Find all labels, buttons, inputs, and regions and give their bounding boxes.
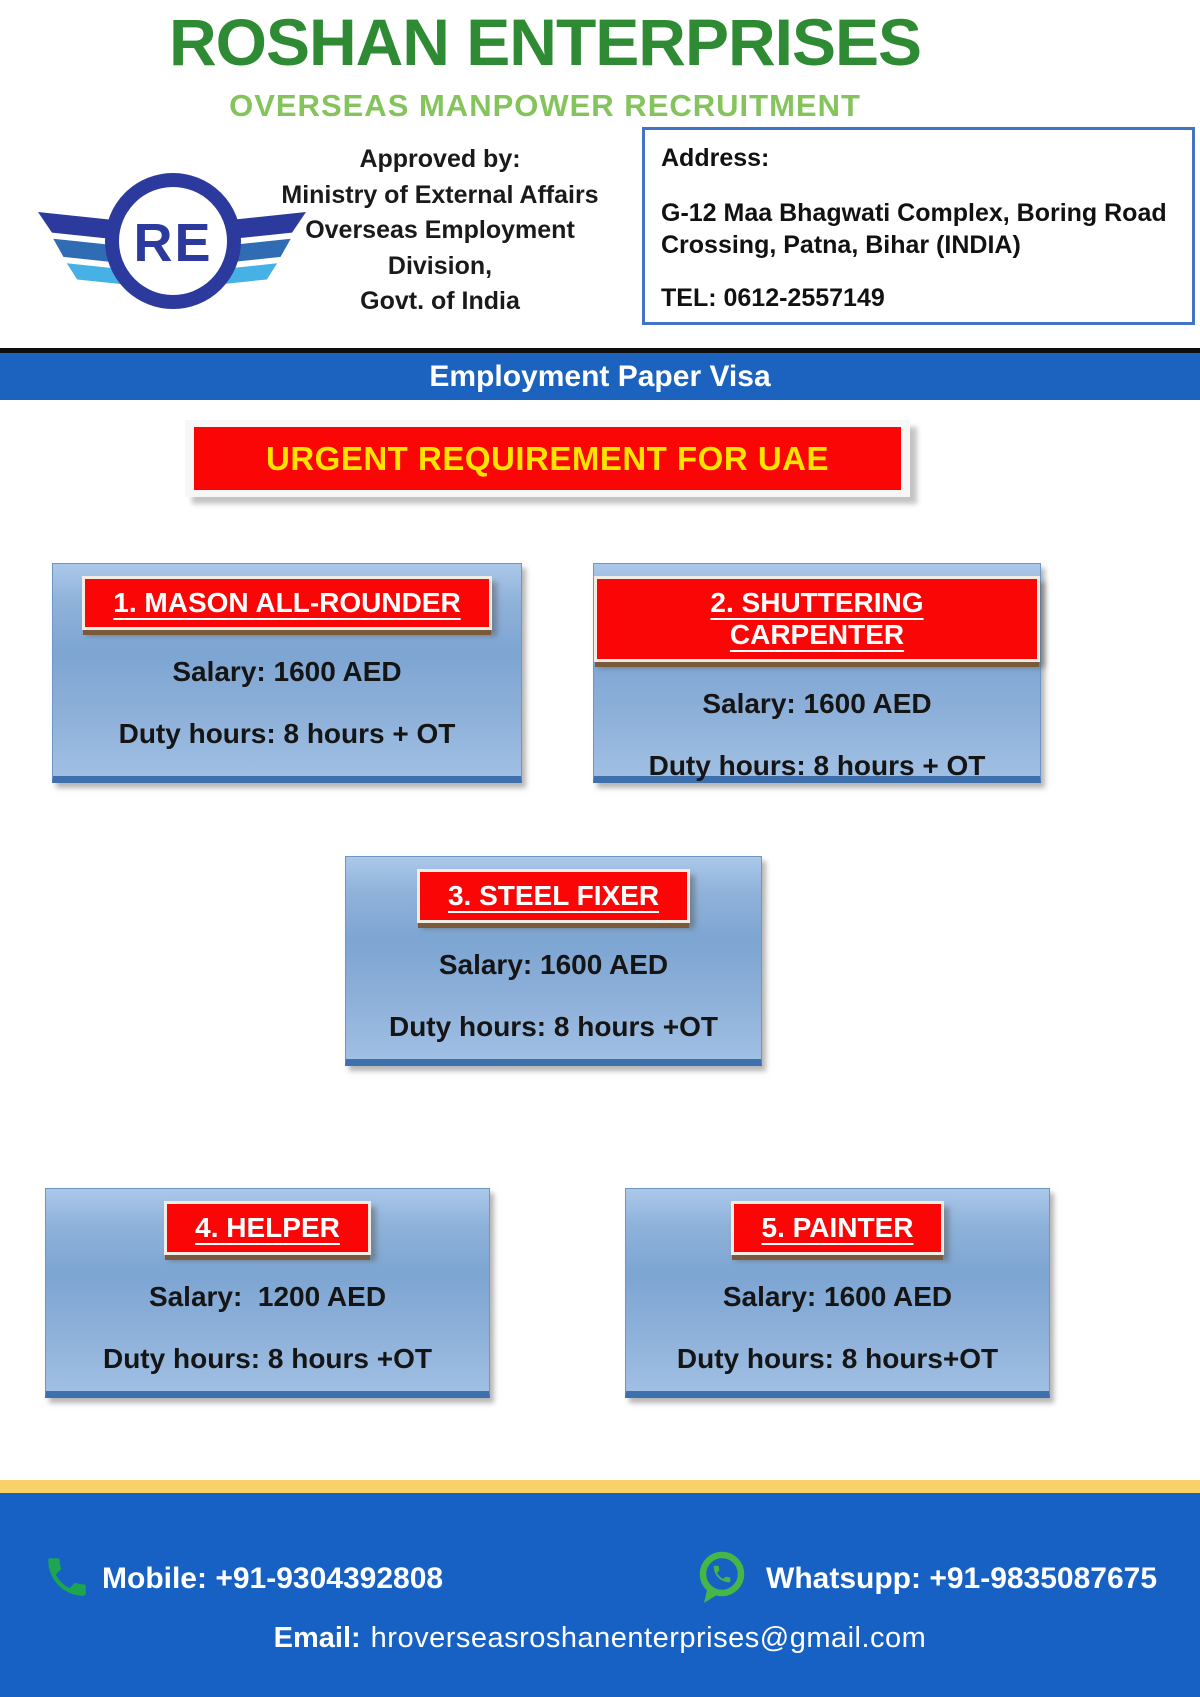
job-salary: Salary: 1600 AED: [702, 688, 932, 719]
job-duty-hours: Duty hours: 8 hours+OT: [676, 1343, 999, 1374]
whatsapp-contact: Whatsupp: +91-9835087675: [766, 1562, 1157, 1596]
job-duty-hours: Duty hours: 8 hours +OT: [102, 1343, 433, 1374]
whatsapp-number: +91-9835087675: [929, 1562, 1158, 1595]
mobile-number: +91-9304392808: [215, 1562, 444, 1595]
visa-type-banner: Employment Paper Visa: [0, 348, 1200, 400]
footer-bar: [0, 1493, 1200, 1697]
email-label: Email:: [273, 1622, 361, 1654]
job-title-badge: 4. HELPER: [164, 1201, 371, 1255]
approved-by-line: Ministry of External Affairs: [281, 180, 599, 209]
job-title: 1. MASON ALL-ROUNDER: [113, 587, 461, 618]
job-duty-hours: Duty hours: 8 hours +OT: [388, 1011, 719, 1042]
whatsapp-label: Whatsupp:: [766, 1562, 921, 1595]
job-card-shuttering-carpenter: 2. SHUTTERING CARPENTER Salary: 1600 AED…: [593, 563, 1041, 783]
job-card-mason: 1. MASON ALL-ROUNDER Salary: 1600 AED Du…: [52, 563, 522, 783]
approved-by-line: Approved by:: [359, 145, 521, 173]
job-salary: Salary: 1600 AED: [722, 1281, 953, 1312]
company-logo-icon: RE: [36, 146, 308, 341]
company-name: ROSHAN ENTERPRISES: [168, 5, 922, 79]
job-salary: Salary: 1200 AED: [148, 1281, 387, 1312]
job-title: 2. SHUTTERING CARPENTER: [710, 587, 924, 650]
whatsapp-icon: [694, 1548, 750, 1611]
mobile-contact: Mobile: +91-9304392808: [102, 1562, 443, 1596]
address-line: G-12 Maa Bhagwati Complex, Boring Road C…: [661, 198, 1167, 260]
address-label: Address:: [661, 144, 770, 172]
approved-by-line: Govt. of India: [360, 287, 520, 315]
footer-accent-strip: [0, 1480, 1200, 1493]
job-card-helper: 4. HELPER Salary: 1200 AED Duty hours: 8…: [45, 1188, 490, 1398]
job-title: 4. HELPER: [195, 1212, 340, 1243]
approved-by-line: Overseas Employment Division,: [305, 216, 575, 280]
job-title-badge: 3. STEEL FIXER: [416, 869, 691, 923]
email-address: hroverseasroshanenterprises@gmail.com: [370, 1622, 927, 1654]
job-title: 3. STEEL FIXER: [447, 880, 660, 911]
company-tagline: OVERSEAS MANPOWER RECRUITMENT: [229, 88, 861, 123]
approved-by-block: Approved by: Ministry of External Affair…: [250, 142, 630, 320]
job-duty-hours: Duty hours: 8 hours + OT: [648, 750, 986, 781]
logo-monogram: RE: [133, 213, 212, 273]
job-salary: Salary: 1600 AED: [438, 949, 669, 980]
address-box: Address: G-12 Maa Bhagwati Complex, Bori…: [642, 127, 1195, 325]
job-card-steel-fixer: 3. STEEL FIXER Salary: 1600 AED Duty hou…: [345, 856, 762, 1066]
urgent-banner-text: URGENT REQUIREMENT FOR UAE: [265, 439, 829, 477]
job-salary: Salary: 1600 AED: [172, 656, 402, 687]
visa-type-text: Employment Paper Visa: [429, 359, 771, 393]
email-contact: Email: hroverseasroshanenterprises@gmail.…: [0, 1622, 1200, 1655]
urgent-banner-box: URGENT REQUIREMENT FOR UAE: [194, 427, 901, 490]
urgent-banner: URGENT REQUIREMENT FOR UAE: [185, 420, 910, 497]
job-duty-hours: Duty hours: 8 hours + OT: [118, 718, 456, 749]
job-card-painter: 5. PAINTER Salary: 1600 AED Duty hours: …: [625, 1188, 1050, 1398]
phone-icon: [42, 1552, 92, 1607]
job-title: 5. PAINTER: [761, 1212, 914, 1243]
job-title-badge: 1. MASON ALL-ROUNDER: [82, 576, 492, 630]
mobile-label: Mobile:: [102, 1562, 207, 1595]
job-title-badge: 2. SHUTTERING CARPENTER: [594, 576, 1040, 662]
address-telephone: TEL: 0612-2557149: [661, 283, 885, 312]
job-title-badge: 5. PAINTER: [730, 1201, 945, 1255]
